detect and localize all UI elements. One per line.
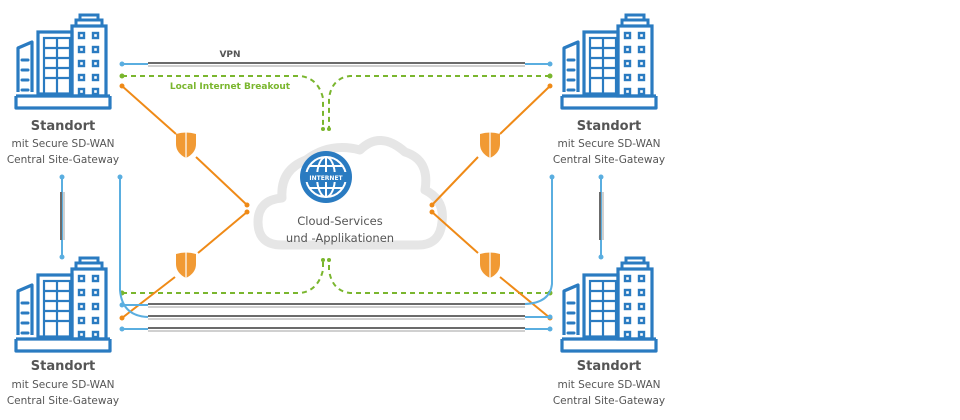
site-subtitle-2: Central Site-Gateway <box>7 395 119 407</box>
cloud-line-1: Cloud-Services <box>297 214 383 228</box>
shield-icon <box>479 251 501 279</box>
breakout-top <box>122 75 550 128</box>
site-subtitle-2: Central Site-Gateway <box>553 154 665 166</box>
building-icon <box>14 256 112 353</box>
building-icon <box>560 256 658 353</box>
site-subtitle-1: mit Secure SD-WAN <box>558 379 661 391</box>
site-title: Standort <box>31 359 95 374</box>
site-subtitle-1: mit Secure SD-WAN <box>12 138 115 150</box>
shield-icon <box>479 131 501 159</box>
site-title: Standort <box>31 119 95 134</box>
cloud <box>253 136 447 250</box>
vpn-tunnel-left-vertical <box>59 174 65 260</box>
site-bottom-left: Standort mit Secure SD-WAN Central Site-… <box>7 256 119 407</box>
site-bottom-right: Standort mit Secure SD-WAN Central Site-… <box>553 256 665 407</box>
vpn-label: VPN <box>219 50 240 60</box>
vpn-tunnels-bottom <box>119 302 553 332</box>
site-top-right: Standort mit Secure SD-WAN Central Site-… <box>553 13 665 166</box>
globe-icon: INTERNET <box>300 151 352 203</box>
vpn-tunnel-top <box>119 61 553 67</box>
building-icon <box>560 13 658 110</box>
vpn-tunnel-right-vertical <box>598 174 604 260</box>
shield-icon <box>175 131 197 159</box>
site-subtitle-1: mit Secure SD-WAN <box>12 379 115 391</box>
site-subtitle-2: Central Site-Gateway <box>7 154 119 166</box>
vpn-links-cross <box>119 177 553 318</box>
security-links <box>121 85 551 319</box>
site-title: Standort <box>577 119 641 134</box>
site-subtitle-1: mit Secure SD-WAN <box>558 138 661 150</box>
local-internet-breakout-label: Local Internet Breakout <box>170 82 291 92</box>
site-top-left: Standort mit Secure SD-WAN Central Site-… <box>7 13 119 166</box>
breakout-bottom <box>122 262 550 294</box>
site-title: Standort <box>577 359 641 374</box>
shield-icon <box>175 251 197 279</box>
site-subtitle-2: Central Site-Gateway <box>553 395 665 407</box>
internet-label: INTERNET <box>309 175 343 182</box>
building-icon <box>14 13 112 110</box>
cloud-line-2: und -Applikationen <box>286 231 394 245</box>
